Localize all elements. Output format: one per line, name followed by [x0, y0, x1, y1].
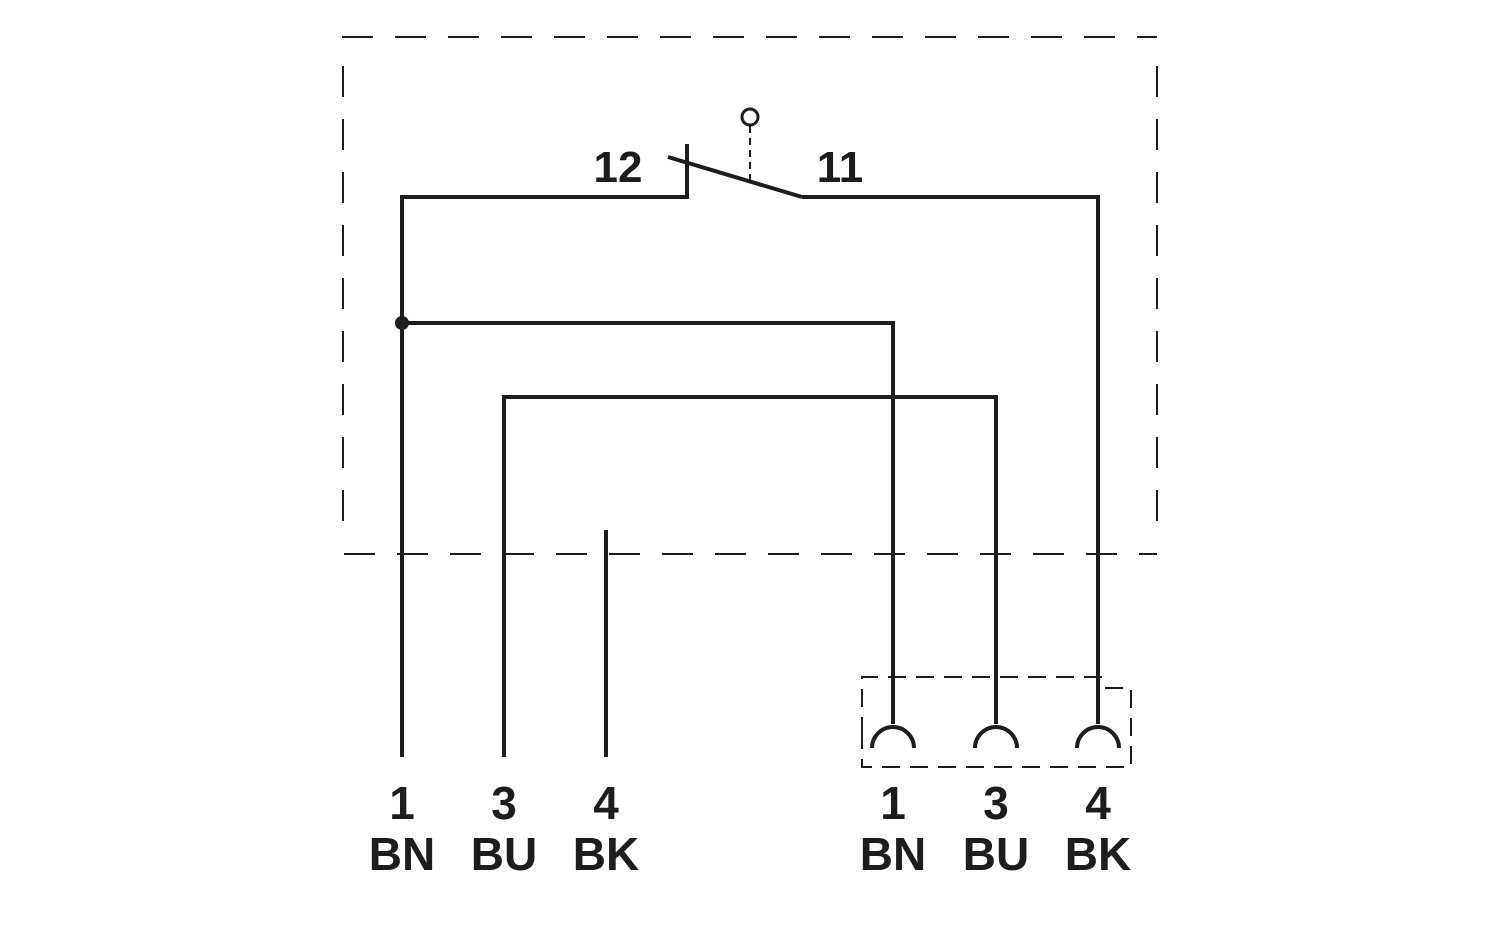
left-pin-color-4: BK [573, 828, 639, 880]
right-pin-number-3: 3 [983, 777, 1009, 829]
right-pin-color-4: BK [1065, 828, 1131, 880]
socket-contact-4 [1075, 725, 1121, 749]
contact-label-12: 12 [594, 143, 643, 192]
socket-contact-1 [870, 725, 916, 749]
right-pin-number-4: 4 [1085, 777, 1111, 829]
socket-connector [861, 676, 1132, 768]
left-pin-number-1: 1 [389, 777, 415, 829]
housing-frame [342, 36, 1158, 555]
left-pin-number-4: 4 [593, 777, 619, 829]
switch-contact [400, 107, 1100, 724]
socket-contact-3 [973, 725, 1019, 749]
wire-bn [395, 197, 895, 757]
junction-dot [395, 316, 409, 330]
left-pin-color-1: BN [369, 828, 435, 880]
contact-label-11: 11 [817, 143, 864, 192]
wire-bu [502, 395, 998, 757]
right-pin-number-1: 1 [880, 777, 906, 829]
left-pin-color-3: BU [471, 828, 537, 880]
right-pin-color-1: BN [860, 828, 926, 880]
actuator-knob [740, 107, 760, 127]
right-pin-color-3: BU [963, 828, 1029, 880]
left-pin-number-3: 3 [491, 777, 517, 829]
